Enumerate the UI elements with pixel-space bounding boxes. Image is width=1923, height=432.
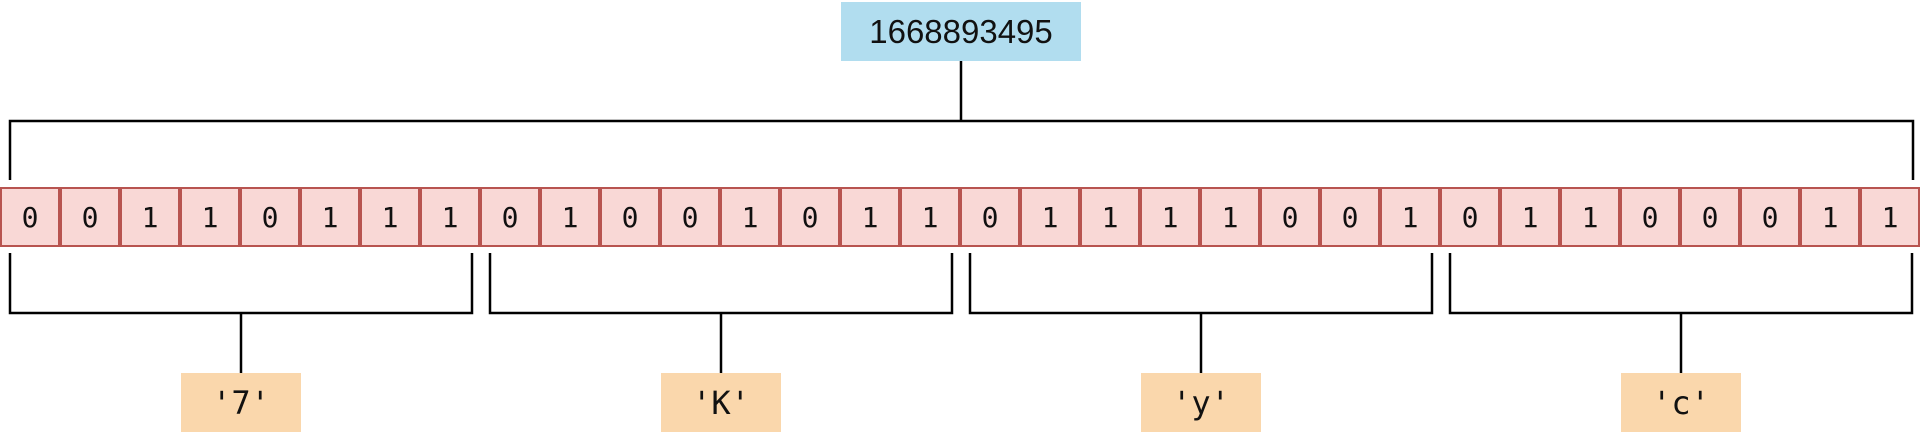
char-box-1: '7' [181,373,301,432]
top-bracket [8,119,1915,180]
bit-cell: 1 [900,187,960,247]
bit-cell: 1 [1500,187,1560,247]
byte-bracket-3 [968,253,1434,315]
bit-cell: 0 [0,187,60,247]
char-box-2: 'K' [661,373,781,432]
bit-cell: 0 [1680,187,1740,247]
bit-cell: 0 [600,187,660,247]
bit-cell: 1 [1380,187,1440,247]
byte-bracket-1 [8,253,474,315]
bit-cell: 0 [1620,187,1680,247]
bit-cell: 0 [780,187,840,247]
bit-cell: 1 [180,187,240,247]
bit-cell: 0 [240,187,300,247]
char-box-4: 'c' [1621,373,1741,432]
char-box-3: 'y' [1141,373,1261,432]
integer-value-box: 1668893495 [841,2,1081,61]
bit-cell: 0 [480,187,540,247]
bit-cell: 0 [60,187,120,247]
bit-cell: 1 [1800,187,1860,247]
bit-cell: 1 [720,187,780,247]
bit-cell: 1 [120,187,180,247]
bit-cell: 1 [1080,187,1140,247]
bit-cell: 1 [1020,187,1080,247]
bit-cell: 1 [420,187,480,247]
bit-cell: 1 [1560,187,1620,247]
bit-cell: 0 [1320,187,1380,247]
bit-cell: 1 [840,187,900,247]
bit-cell: 0 [1260,187,1320,247]
bit-cell: 0 [1740,187,1800,247]
bit-cell: 0 [1440,187,1500,247]
bit-cell: 0 [660,187,720,247]
byte-bracket-4 [1448,253,1914,315]
bit-cell: 1 [1200,187,1260,247]
bit-cell: 1 [540,187,600,247]
bit-cell: 1 [1140,187,1200,247]
byte-bracket-2 [488,253,954,315]
bit-cell: 1 [360,187,420,247]
bit-cell: 1 [300,187,360,247]
bit-cell: 0 [960,187,1020,247]
bit-cell: 1 [1860,187,1920,247]
